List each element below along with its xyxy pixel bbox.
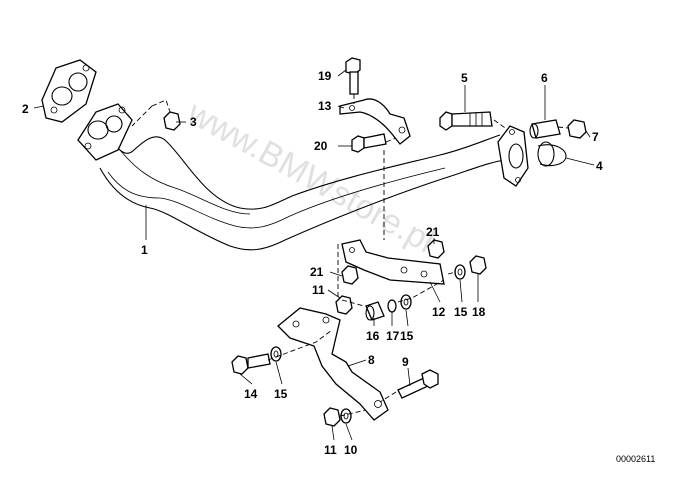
- front-exhaust-pipe: [99, 134, 506, 251]
- hex-bolt-5: [439, 111, 493, 131]
- sleeve-nut-6: [529, 119, 561, 139]
- callout-13: 13: [318, 99, 332, 113]
- leader-lines: [33, 69, 595, 441]
- callout-15-left: 15: [274, 387, 288, 401]
- rubber-mount-16: [365, 301, 385, 321]
- hex-nut-11-lower: [323, 407, 341, 427]
- washer-15-left: [270, 346, 282, 362]
- callout-1: 1: [141, 243, 148, 257]
- callout-21-lower: 21: [310, 265, 324, 279]
- callout-5: 5: [461, 71, 468, 85]
- hex-bolt-9: [397, 369, 439, 399]
- washer-10: [340, 408, 352, 424]
- washer-17: [387, 299, 397, 313]
- pipe-front-flange: [77, 103, 133, 161]
- callout-16: 16: [366, 329, 380, 343]
- callout-14: 14: [244, 387, 258, 401]
- hex-nut-3: [163, 111, 181, 131]
- callout-7: 7: [592, 130, 599, 144]
- callout-8: 8: [368, 353, 375, 367]
- flange-gasket: [41, 59, 97, 123]
- pipe-rear-flange: [497, 125, 529, 187]
- hex-nut-18: [469, 255, 487, 275]
- hex-bolt-20: [351, 133, 387, 153]
- callout-21-upper: 21: [426, 225, 440, 239]
- callout-2: 2: [22, 102, 29, 116]
- hex-nut-21-lower: [341, 265, 359, 285]
- hex-nut-11-upper: [335, 295, 353, 315]
- callout-19: 19: [318, 69, 332, 83]
- callout-20: 20: [314, 139, 328, 153]
- hex-bolt-19: [345, 57, 361, 95]
- diagram-reference-number: 00002611: [616, 454, 655, 464]
- hex-nut-7: [567, 119, 587, 139]
- callout-18: 18: [472, 305, 486, 319]
- callout-12: 12: [432, 305, 446, 319]
- callout-10: 10: [344, 443, 358, 457]
- callout-6: 6: [541, 71, 548, 85]
- callout-3: 3: [190, 115, 197, 129]
- hanger-bracket-13: [339, 98, 411, 145]
- mounting-arm-8: [277, 307, 389, 421]
- callout-4: 4: [596, 159, 603, 173]
- support-bracket-12: [341, 239, 445, 285]
- callout-15-mid: 15: [400, 329, 414, 343]
- callout-11-lower: 11: [324, 443, 337, 457]
- callout-11-upper: 11: [312, 283, 325, 297]
- callout-15-right: 15: [454, 305, 468, 319]
- callout-labels: 1 2 3 4 5 6 7 8 9 10 11 11 12 13 14 15 1…: [22, 69, 603, 457]
- callout-17: 17: [386, 329, 400, 343]
- assembly-guide-lines: [131, 94, 569, 417]
- hex-nut-21-upper: [427, 239, 445, 259]
- washer-15-right: [454, 264, 466, 280]
- clamp-ring: [537, 141, 567, 167]
- hex-bolt-14: [231, 353, 271, 375]
- washer-15-mid: [400, 294, 412, 310]
- callout-9: 9: [402, 355, 409, 369]
